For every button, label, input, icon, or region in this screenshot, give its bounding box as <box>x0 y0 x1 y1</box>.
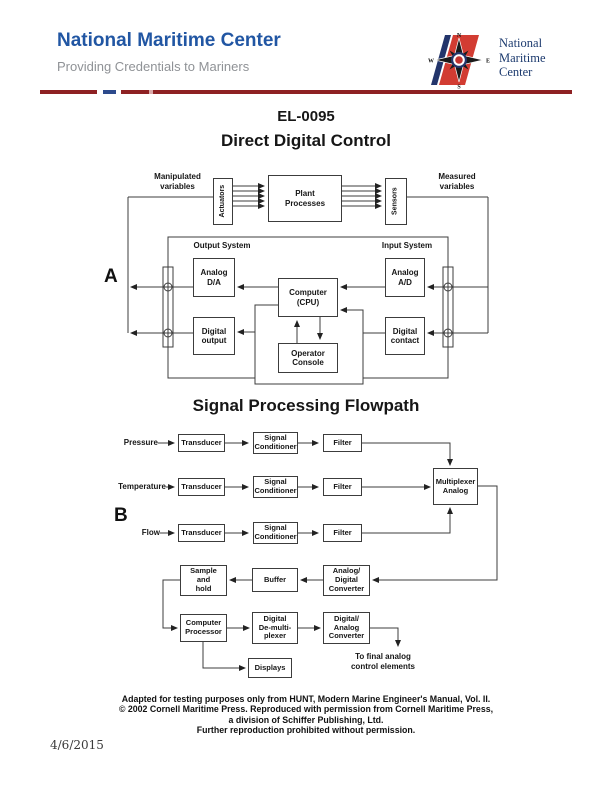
sensors-box: Sensors <box>385 178 407 225</box>
actuators-label: Actuators <box>218 185 226 218</box>
header-divider <box>40 90 572 94</box>
diagram-b-label: B <box>114 505 128 526</box>
digital-demultiplexer-box: Digital De-multi- plexer <box>252 612 298 644</box>
date-stamp: 4/6/2015 <box>50 738 104 752</box>
multiplexer-analog-box: Multiplexer Analog <box>433 468 478 505</box>
diagram-direct-digital-control: A Manipulated variables Measured variabl… <box>100 170 500 392</box>
plant-processes-box: Plant Processes <box>268 175 342 222</box>
input-system-label: Input System <box>381 241 433 250</box>
displays-box: Displays <box>248 658 292 678</box>
analog-da-box: Analog D/A <box>193 258 235 297</box>
temperature-input-label: Temperature <box>118 482 166 491</box>
signal-conditioner-box-1: Signal Conditioner <box>253 432 298 454</box>
section-b-title: Signal Processing Flowpath <box>192 396 420 415</box>
section-a-title: Direct Digital Control <box>220 131 391 150</box>
signal-conditioner-box-3: Signal Conditioner <box>253 522 298 544</box>
computer-cpu-box: Computer (CPU) <box>278 278 338 317</box>
compass-rose-icon: N S W E <box>428 33 490 90</box>
analog-ad-box: Analog A/D <box>385 258 425 297</box>
nmc-logo: N S W E National Maritime Center <box>428 31 546 89</box>
digital-contact-box: Digital contact <box>385 317 425 355</box>
buffer-box: Buffer <box>252 568 298 592</box>
digital-output-box: Digital output <box>193 317 235 355</box>
sample-and-hold-box: Sample and hold <box>180 565 227 596</box>
boundary-terminal-strips <box>162 266 454 348</box>
flow-input-label: Flow <box>141 528 160 537</box>
operator-console-box: Operator Console <box>278 343 338 373</box>
logo-word-2: Maritime <box>499 50 546 65</box>
digital-analog-converter-box: Digital/ Analog Converter <box>323 612 370 644</box>
seal-center <box>455 56 463 64</box>
pressure-input-label: Pressure <box>123 438 158 447</box>
internal-signal-lines <box>130 284 488 378</box>
final-output-label: To final analog control elements <box>350 652 415 671</box>
transducer-box-2: Transducer <box>178 478 225 496</box>
attribution-line-3: a division of Schiffer Publishing, Ltd. <box>228 714 384 725</box>
compass-e-label: E <box>486 59 490 65</box>
manipulated-variables-label: Manipulated variables <box>154 172 201 191</box>
diagram-a-wires <box>127 183 489 385</box>
logo-word-1: National <box>499 36 543 50</box>
filter-box-1: Filter <box>323 434 362 452</box>
sensors-label: Sensors <box>391 187 399 216</box>
diagram-a-label: A <box>104 266 118 287</box>
org-subtitle: Providing Credentials to Mariners <box>57 59 250 74</box>
compass-n-label: N <box>457 33 462 39</box>
actuator-plant-sensor-buses <box>233 183 382 209</box>
diagram-b-wires <box>158 440 498 671</box>
output-system-label: Output System <box>193 241 251 250</box>
document-code: EL-0095 <box>277 108 335 125</box>
analog-digital-converter-box: Analog/ Digital Converter <box>323 565 370 596</box>
computer-processor-box: Computer Processor <box>180 614 227 642</box>
signal-conditioner-box-2: Signal Conditioner <box>253 476 298 498</box>
logo-wordmark: National Maritime Center <box>499 31 546 89</box>
transducer-box-3: Transducer <box>178 524 225 542</box>
flowpath-lines <box>158 440 498 671</box>
computer-system-boundary <box>167 236 449 385</box>
org-title: National Maritime Center <box>57 30 281 51</box>
diagram-signal-processing-flowpath: B Pressure Transducer Signal Conditioner… <box>100 425 520 687</box>
footer-attribution: Adapted for testing purposes only from H… <box>0 694 612 735</box>
compass-s-label: S <box>457 85 461 90</box>
feedback-loop-lines <box>127 196 489 333</box>
logo-word-3: Center <box>499 65 533 79</box>
transducer-box-1: Transducer <box>178 434 225 452</box>
filter-box-2: Filter <box>323 478 362 496</box>
filter-box-3: Filter <box>323 524 362 542</box>
measured-variables-label: Measured variables <box>438 172 476 191</box>
attribution-line-4: Further reproduction prohibited without … <box>196 724 416 735</box>
compass-w-label: W <box>428 59 434 65</box>
attribution-line-1: Adapted for testing purposes only from H… <box>121 694 491 704</box>
attribution-line-2: © 2002 Cornell Maritime Press. Reproduce… <box>118 704 494 715</box>
actuators-box: Actuators <box>213 178 233 225</box>
